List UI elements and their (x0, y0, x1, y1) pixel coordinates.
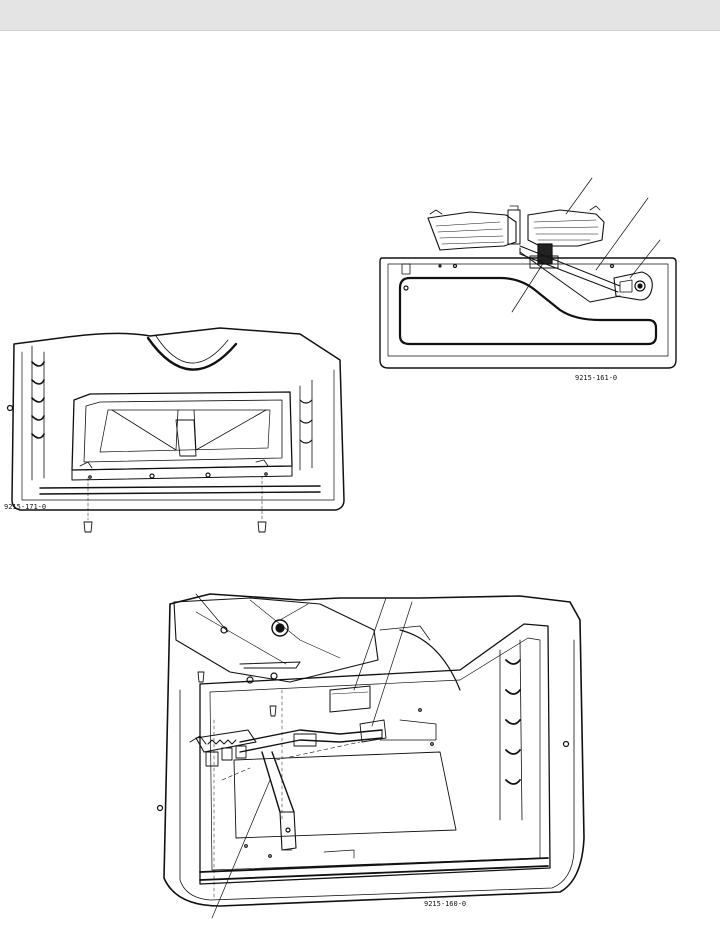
viewer-top-bar (0, 0, 720, 31)
figure-broil-burner: 9215-161-0 (379, 177, 677, 382)
figure-code-oven-cavity: 9215-160-0 (424, 900, 466, 908)
figure-burner-box: 9215-171-0 (4, 327, 345, 533)
figure-code-burner-box: 9215-171-0 (4, 503, 46, 511)
figure-code-broil: 9215-161-0 (575, 374, 617, 382)
figure-oven-cavity: 9215-160-0 (156, 593, 585, 919)
